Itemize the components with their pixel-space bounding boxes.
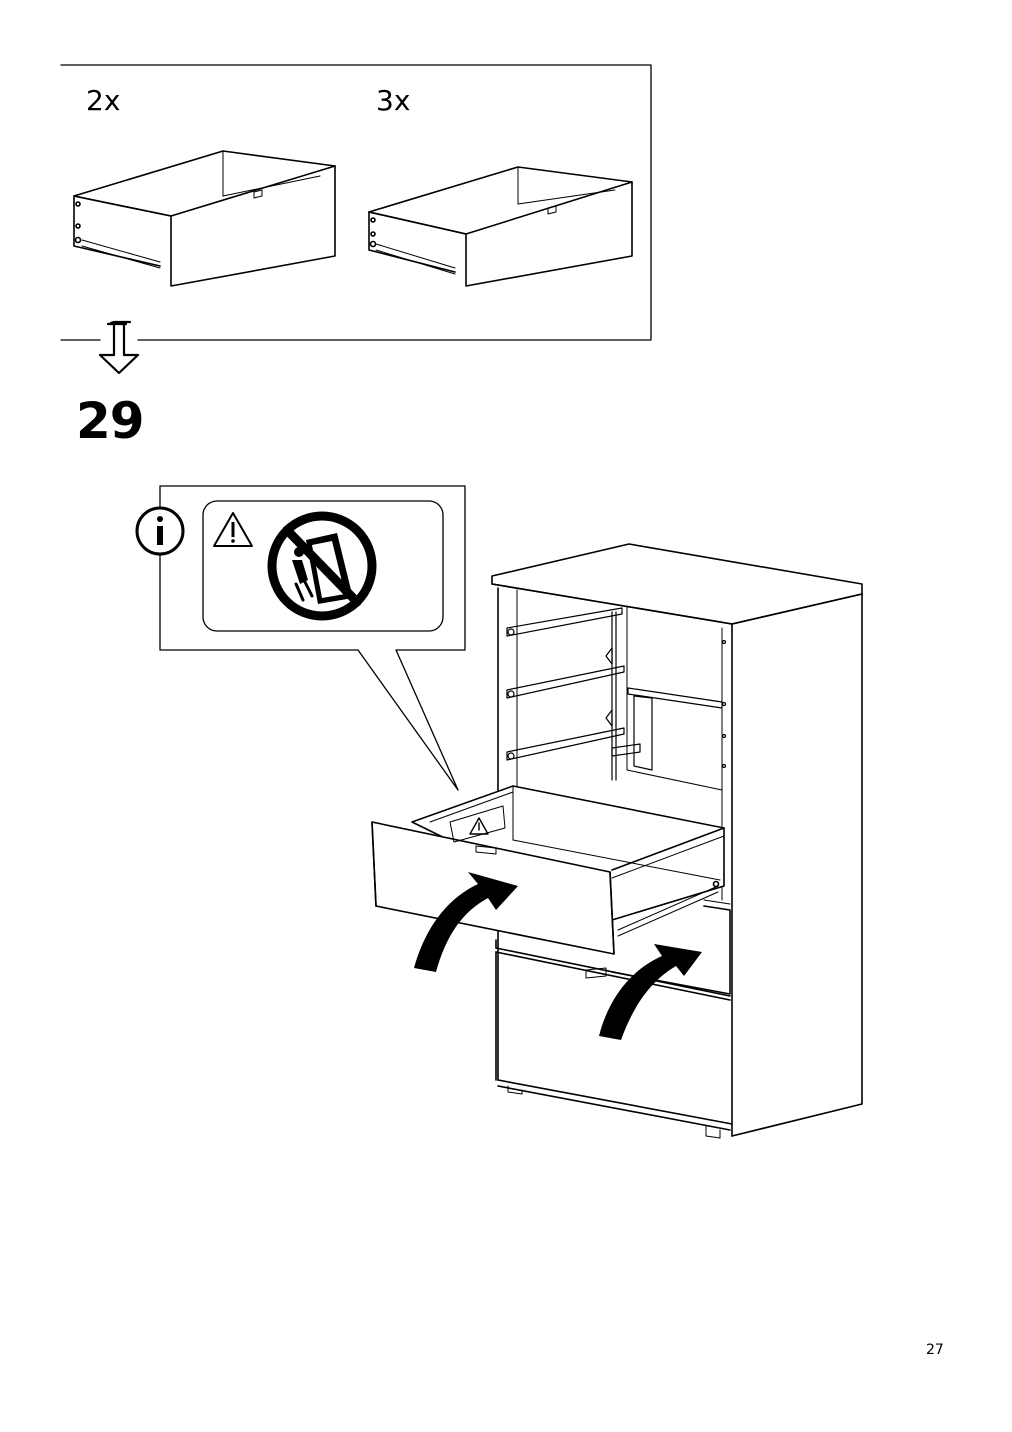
drawer-large-illustration	[73, 150, 336, 287]
pulled-drawer-illustration	[371, 785, 725, 955]
drawer-small-quantity: 3x	[376, 84, 411, 117]
curved-insert-arrow-icon	[414, 872, 702, 1040]
drawer-small-illustration	[368, 166, 633, 287]
info-icon	[135, 506, 185, 556]
no-climbing-prohibition-icon	[267, 511, 377, 621]
page-number: 27	[926, 1342, 944, 1358]
cabinet-illustration	[491, 543, 863, 1139]
parts-box	[60, 64, 652, 341]
warning-panel	[202, 500, 444, 632]
next-step-arrow-icon	[98, 320, 140, 375]
drawer-large-quantity: 2x	[86, 84, 121, 117]
step-number: 29	[76, 392, 145, 450]
info-callout-box	[159, 485, 466, 791]
warning-triangle-icon	[213, 512, 253, 547]
